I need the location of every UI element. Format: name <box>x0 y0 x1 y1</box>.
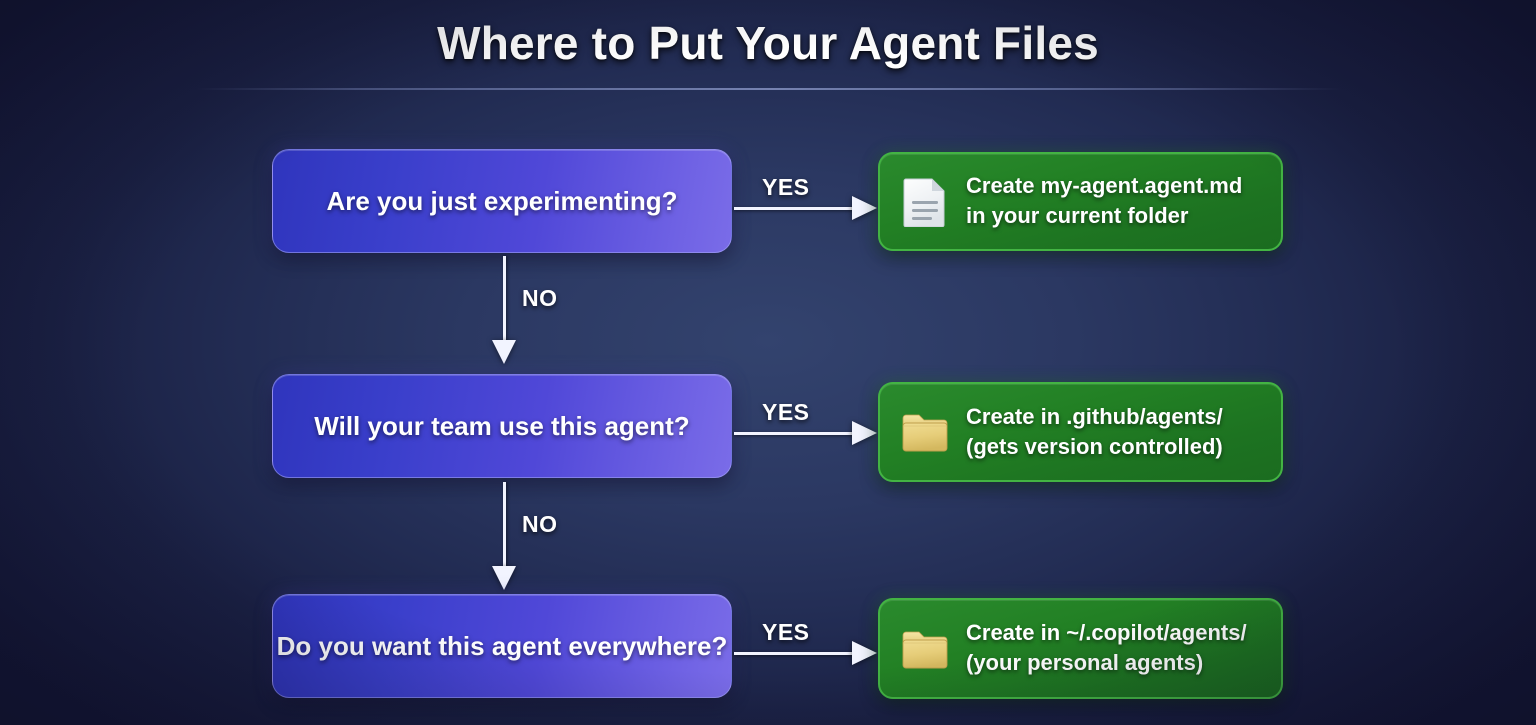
arrow-line <box>503 256 506 344</box>
result-line-2: (your personal agents) <box>966 650 1204 675</box>
yes-arrow-row-1: YES <box>734 174 878 224</box>
arrow-head-icon <box>492 566 516 590</box>
yes-arrow-row-2: YES <box>734 399 878 449</box>
arrow-line <box>734 652 856 655</box>
decision-label: Are you just experimenting? <box>326 185 678 216</box>
result-text: Create in ~/.copilot/agents/ (your perso… <box>966 620 1247 677</box>
no-label: NO <box>522 511 558 537</box>
result-line-2: in your current folder <box>966 203 1189 228</box>
decision-label: Will your team use this agent? <box>314 410 690 441</box>
yes-label: YES <box>762 619 810 645</box>
result-box-copilot-agents[interactable]: Create in ~/.copilot/agents/ (your perso… <box>878 598 1283 699</box>
arrow-line <box>734 207 856 210</box>
result-line-1: Create in .github/agents/ <box>966 403 1223 429</box>
result-box-current-folder[interactable]: Create my-agent.agent.md in your current… <box>878 152 1283 251</box>
yes-label: YES <box>762 174 810 200</box>
yes-arrow-row-3: YES <box>734 619 878 669</box>
arrow-line <box>503 482 506 570</box>
result-line-2: (gets version controlled) <box>966 433 1223 459</box>
arrow-line <box>734 432 856 435</box>
result-line-1: Create my-agent.agent.md <box>966 173 1243 199</box>
no-label: NO <box>522 285 558 311</box>
result-text: Create my-agent.agent.md in your current… <box>966 173 1242 230</box>
folder-icon <box>900 623 950 675</box>
arrow-head-icon <box>852 421 877 445</box>
page-title: Where to Put Your Agent Files <box>437 17 1099 69</box>
decision-box-everywhere[interactable]: Do you want this agent everywhere? <box>272 594 732 698</box>
decision-box-team-use[interactable]: Will your team use this agent? <box>272 374 732 478</box>
no-arrow-row-1: NO <box>480 256 610 364</box>
decision-box-experimenting[interactable]: Are you just experimenting? <box>272 149 732 253</box>
title-divider <box>195 88 1343 90</box>
title-bar: Where to Put Your Agent Files <box>0 16 1536 70</box>
arrow-head-icon <box>852 196 877 220</box>
arrow-head-icon <box>852 641 877 665</box>
yes-label: YES <box>762 399 810 425</box>
document-icon <box>900 176 950 228</box>
result-text: Create in .github/agents/ (gets version … <box>966 404 1223 461</box>
no-arrow-row-2: NO <box>480 482 610 590</box>
result-box-github-agents[interactable]: Create in .github/agents/ (gets version … <box>878 382 1283 482</box>
decision-label: Do you want this agent everywhere? <box>276 630 728 661</box>
result-line-1: Create in ~/.copilot/agents/ <box>966 620 1247 646</box>
folder-icon <box>900 406 950 458</box>
arrow-head-icon <box>492 340 516 364</box>
